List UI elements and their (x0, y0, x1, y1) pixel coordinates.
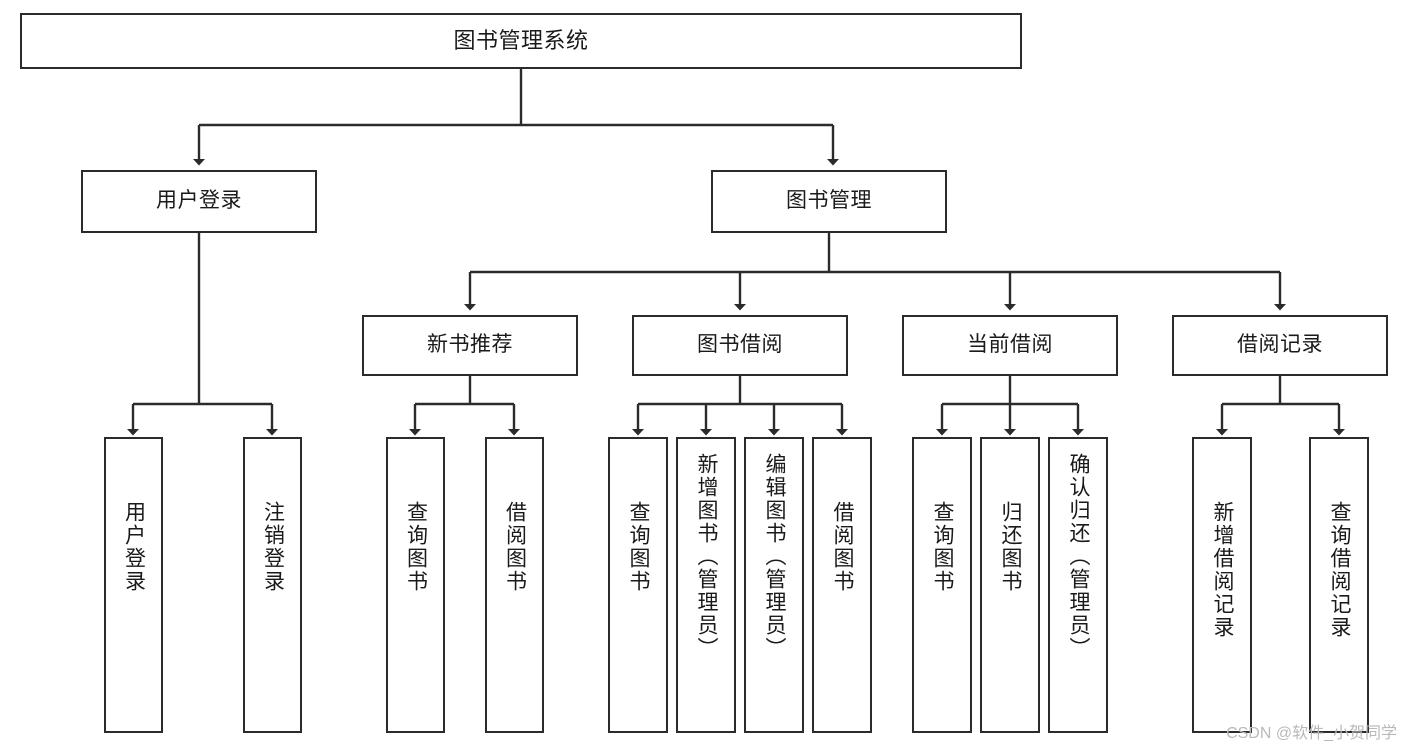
node-borrow-record[interactable]: 借阅记录 (1172, 315, 1388, 376)
leaf-borrow-record-add[interactable]: 新增借阅记录 (1192, 437, 1252, 733)
leaf-current-borrow-confirm-label: 确认归还（管理员） (1067, 453, 1091, 660)
leaf-user-login-logout-label: 注销登录 (261, 501, 285, 593)
leaf-book-borrow-add-label: 新增图书（管理员） (695, 453, 719, 660)
leaf-new-book-borrow-label: 借阅图书 (503, 501, 527, 593)
leaf-current-borrow-query[interactable]: 查询图书 (912, 437, 972, 733)
leaf-book-borrow-borrow-label: 借阅图书 (831, 501, 855, 593)
leaf-book-borrow-query[interactable]: 查询图书 (608, 437, 668, 733)
node-current-borrow[interactable]: 当前借阅 (902, 315, 1118, 376)
leaf-borrow-record-query-label: 查询借阅记录 (1328, 501, 1352, 639)
leaf-book-borrow-borrow[interactable]: 借阅图书 (812, 437, 872, 733)
node-book-borrow[interactable]: 图书借阅 (632, 315, 848, 376)
node-current-borrow-label: 当前借阅 (967, 333, 1053, 357)
leaf-current-borrow-confirm[interactable]: 确认归还（管理员） (1048, 437, 1108, 733)
node-user-login[interactable]: 用户登录 (81, 170, 317, 233)
node-user-login-label: 用户登录 (156, 189, 242, 213)
leaf-new-book-query[interactable]: 查询图书 (386, 437, 445, 733)
leaf-new-book-borrow[interactable]: 借阅图书 (485, 437, 544, 733)
leaf-current-borrow-return-label: 归还图书 (999, 501, 1023, 593)
leaf-user-login-login-label: 用户登录 (122, 501, 146, 593)
node-root-system-label: 图书管理系统 (453, 28, 589, 54)
node-book-management[interactable]: 图书管理 (711, 170, 947, 233)
leaf-new-book-query-label: 查询图书 (404, 501, 428, 593)
leaf-borrow-record-add-label: 新增借阅记录 (1211, 501, 1235, 639)
node-new-book-recommend[interactable]: 新书推荐 (362, 315, 578, 376)
leaf-book-borrow-add[interactable]: 新增图书（管理员） (676, 437, 736, 733)
node-borrow-record-label: 借阅记录 (1237, 333, 1323, 357)
leaf-book-borrow-edit-label: 编辑图书（管理员） (763, 453, 787, 660)
node-root-system[interactable]: 图书管理系统 (20, 13, 1022, 69)
node-new-book-recommend-label: 新书推荐 (427, 333, 513, 357)
node-book-management-label: 图书管理 (786, 189, 872, 213)
leaf-book-borrow-query-label: 查询图书 (627, 501, 651, 593)
leaf-book-borrow-edit[interactable]: 编辑图书（管理员） (744, 437, 804, 733)
leaf-user-login-logout[interactable]: 注销登录 (243, 437, 302, 733)
leaf-borrow-record-query[interactable]: 查询借阅记录 (1309, 437, 1369, 733)
leaf-current-borrow-query-label: 查询图书 (931, 501, 955, 593)
node-book-borrow-label: 图书借阅 (697, 333, 783, 357)
leaf-user-login-login[interactable]: 用户登录 (104, 437, 163, 733)
leaf-current-borrow-return[interactable]: 归还图书 (980, 437, 1040, 733)
